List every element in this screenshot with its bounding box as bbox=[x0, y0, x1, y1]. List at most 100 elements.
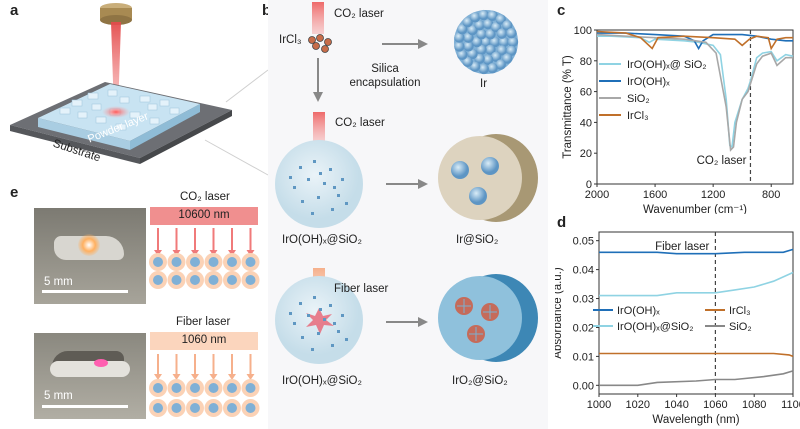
particle-core bbox=[171, 257, 182, 267]
iro-oh-dot bbox=[337, 194, 340, 197]
ir-atom bbox=[462, 56, 473, 68]
y-tick-label: 0.02 bbox=[573, 322, 594, 334]
y-tick-label: 40 bbox=[580, 117, 592, 129]
annotation-label: CO₂ laser bbox=[697, 155, 747, 167]
silica-sphere-1 bbox=[275, 140, 363, 228]
panel-label-b: b bbox=[262, 2, 272, 19]
co2-photo bbox=[34, 208, 146, 304]
co2-wavelength-label: 10600 nm bbox=[178, 209, 230, 221]
series-line bbox=[596, 33, 793, 152]
co2-laser-label-mid: CO₂ laser bbox=[335, 117, 385, 129]
iro-oh-dot bbox=[345, 202, 348, 205]
iro-oh-dot bbox=[333, 186, 336, 189]
particle-core bbox=[245, 403, 256, 413]
particle-core bbox=[227, 403, 237, 413]
iro-oh-dot bbox=[307, 314, 310, 317]
fiber-laser-label: Fiber laser bbox=[334, 283, 389, 295]
ir-atom bbox=[482, 54, 494, 66]
x-axis-label: Wavelength (nm) bbox=[652, 414, 739, 426]
x-tick-label: 1600 bbox=[643, 189, 667, 201]
ir-atom bbox=[476, 44, 487, 55]
laser-spot bbox=[102, 106, 130, 118]
ir-cluster-icon bbox=[454, 9, 519, 75]
sphere1-label: IrO(OH)ₓ@SiO₂ bbox=[282, 234, 362, 246]
iro-oh-dot bbox=[293, 322, 296, 325]
series-line bbox=[597, 32, 793, 51]
panel-label-e: e bbox=[10, 184, 19, 201]
particle-core bbox=[190, 403, 200, 413]
ir-atom bbox=[474, 19, 485, 31]
legend-label: SiO₂ bbox=[729, 321, 752, 333]
panel-label-c: c bbox=[557, 2, 566, 19]
particle-core bbox=[190, 275, 200, 285]
particle-core bbox=[190, 257, 200, 267]
particle-core bbox=[245, 257, 256, 267]
iro-oh-dot bbox=[299, 302, 302, 305]
particle-core bbox=[171, 403, 182, 413]
ir-atom bbox=[469, 61, 481, 72]
panel-label-d: d bbox=[557, 214, 567, 231]
ir-atom bbox=[454, 41, 465, 52]
legend-label: IrO(OH)ₓ bbox=[617, 305, 660, 317]
ircl3-label: IrCl₃ bbox=[279, 34, 302, 46]
fiber-wavelength-bar: 1060 nm bbox=[150, 332, 258, 350]
particle-core bbox=[153, 383, 163, 393]
co2-beam-top bbox=[312, 2, 324, 34]
annotation-label: Fiber laser bbox=[655, 241, 709, 253]
legend-label: SiO₂ bbox=[627, 93, 650, 105]
ir-atom bbox=[506, 45, 517, 56]
particle-core bbox=[227, 257, 237, 267]
ir-atom bbox=[462, 16, 473, 28]
particle-core bbox=[190, 383, 200, 393]
iro-oh-dot bbox=[333, 322, 336, 325]
legend-label: IrCl₃ bbox=[729, 305, 751, 317]
ir-atom bbox=[487, 62, 498, 74]
ir-atom bbox=[498, 36, 510, 48]
laser-arrowhead bbox=[209, 374, 218, 380]
iro-oh-dot bbox=[341, 178, 344, 181]
ir-atom bbox=[469, 12, 481, 23]
panel-b-illustration bbox=[275, 2, 538, 364]
plot-frame bbox=[598, 231, 794, 395]
ir-atom bbox=[480, 36, 492, 48]
ir-atom bbox=[476, 29, 487, 40]
iro-oh-dot bbox=[331, 344, 334, 347]
plot-frame bbox=[596, 29, 794, 185]
particle-core bbox=[208, 403, 219, 413]
encapsulation-label-2: encapsulation bbox=[349, 77, 421, 89]
ir-atom bbox=[496, 28, 508, 39]
y-tick-label: 0.01 bbox=[573, 351, 594, 363]
ir-atom bbox=[495, 59, 506, 70]
laser-arrowhead bbox=[228, 374, 236, 380]
x-tick-label: 800 bbox=[762, 189, 780, 201]
y-tick-label: 0.05 bbox=[573, 236, 594, 248]
ircl3-particles bbox=[308, 34, 332, 53]
ir-atom bbox=[457, 23, 468, 35]
iro-oh-dot bbox=[289, 312, 292, 315]
particle-core bbox=[153, 403, 163, 413]
x-tick-label: 1040 bbox=[664, 399, 688, 411]
iro-oh-dot bbox=[317, 196, 320, 199]
iro-oh-dot bbox=[299, 166, 302, 169]
y-tick-label: 20 bbox=[580, 148, 592, 160]
ir-label: Ir bbox=[480, 78, 488, 90]
legend-label: IrCl₃ bbox=[627, 110, 649, 122]
ir-atom bbox=[471, 36, 483, 48]
iro2-sio2-particle bbox=[438, 274, 538, 362]
co2-laser-title: CO₂ laser bbox=[180, 191, 230, 203]
fiber-photo bbox=[34, 333, 146, 419]
co2-laser-label-top: CO₂ laser bbox=[334, 8, 384, 20]
sphere2-label: IrO(OH)ₓ@SiO₂ bbox=[282, 375, 362, 387]
fiber-laser-title: Fiber laser bbox=[176, 316, 231, 328]
ir-atom bbox=[454, 32, 465, 43]
y-tick-label: 100 bbox=[574, 25, 592, 37]
particle-core bbox=[171, 275, 182, 285]
encapsulation-label-1: Silica bbox=[371, 63, 399, 75]
absorbance-chart: 1000102010401060108011000.000.010.020.03… bbox=[555, 231, 800, 426]
ir-sio2-particle bbox=[438, 134, 538, 222]
x-tick-label: 1060 bbox=[703, 399, 727, 411]
iro-oh-dot bbox=[329, 168, 332, 171]
x-tick-label: 1020 bbox=[626, 399, 650, 411]
particle-core bbox=[153, 275, 163, 285]
